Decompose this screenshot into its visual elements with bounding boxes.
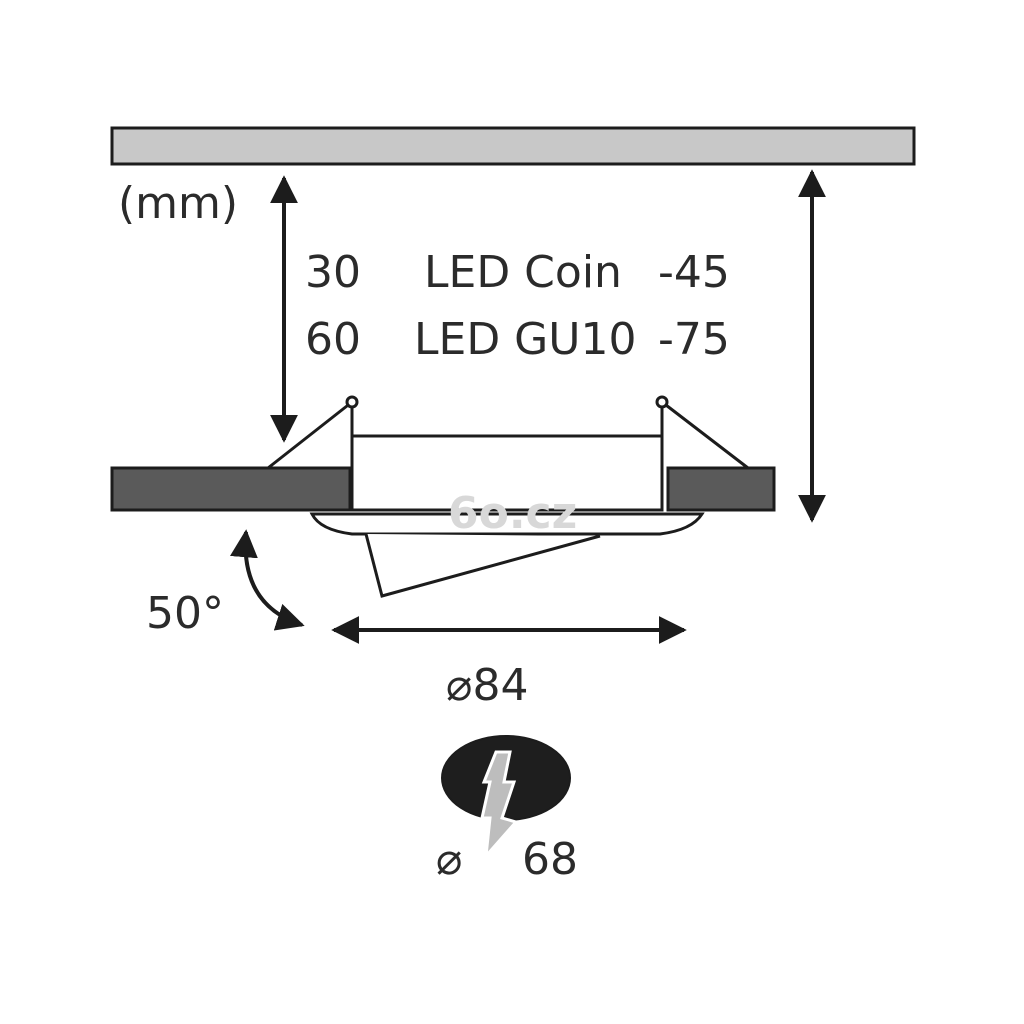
cutout-icon (441, 735, 571, 861)
unit-label: (mm) (118, 178, 238, 229)
drill-bolt-icon (480, 750, 519, 861)
tilt-angle-arrow (229, 529, 305, 631)
cutout-diameter-value: 68 (522, 834, 578, 885)
fixture-drawing (110, 395, 776, 598)
spec-table: 30 LED Coin -45 60 LED GU10 -75 (305, 247, 730, 365)
outer-diameter-label: ⌀84 (446, 660, 528, 711)
row2-range: -75 (658, 314, 730, 365)
row1-depth: 30 (305, 247, 361, 298)
ceiling-bar (110, 126, 916, 166)
row1-range: -45 (658, 247, 730, 298)
fixture-bezel (309, 512, 705, 536)
right-clip-pivot (655, 395, 669, 409)
tilted-lamp-body (364, 533, 601, 598)
row2-depth: 60 (305, 314, 361, 365)
watermark: 6o.cz (448, 488, 577, 539)
cutout-diameter-symbol: ⌀ (436, 834, 463, 885)
left-clip-pivot (345, 395, 359, 409)
row1-type: LED Coin (424, 247, 622, 298)
fixture-housing (350, 434, 664, 512)
left-ceiling-panel (110, 466, 352, 512)
left-spring-clip (267, 400, 353, 470)
row2-type: LED GU10 (414, 314, 636, 365)
right-ceiling-panel (666, 466, 776, 512)
right-spring-clip (661, 400, 749, 470)
tilt-angle-label: 50° (146, 588, 224, 639)
